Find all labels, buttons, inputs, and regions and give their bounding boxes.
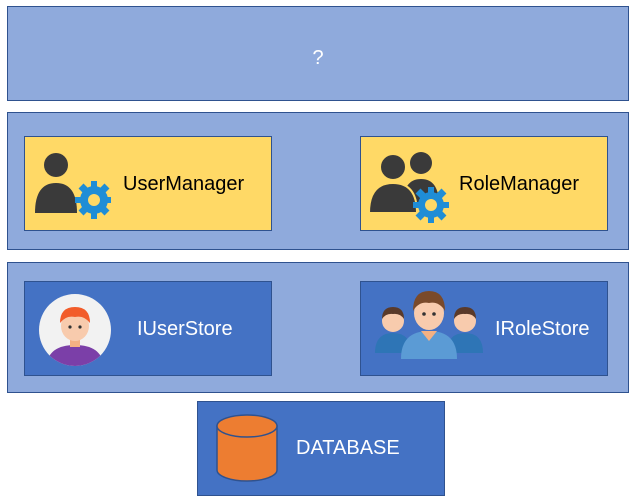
- people-group-icon: [373, 287, 485, 364]
- role-store-box: IRoleStore: [360, 281, 608, 376]
- user-store-box: IUserStore: [24, 281, 272, 376]
- database-cylinder-icon: [216, 414, 278, 489]
- users-gear-icon: [365, 143, 455, 233]
- user-manager-box: UserManager: [24, 136, 272, 231]
- user-gear-icon: [31, 147, 113, 227]
- role-manager-label: RoleManager: [459, 173, 580, 195]
- user-store-label: IUserStore: [137, 318, 233, 340]
- top-layer-label: ?: [312, 47, 324, 69]
- role-store-label: IRoleStore: [495, 318, 590, 340]
- top-layer: ?: [7, 6, 629, 101]
- database-label: DATABASE: [296, 437, 400, 459]
- person-avatar-icon: [38, 293, 112, 372]
- database-box: DATABASE: [197, 401, 445, 496]
- user-manager-label: UserManager: [123, 173, 245, 195]
- role-manager-box: RoleManager: [360, 136, 608, 231]
